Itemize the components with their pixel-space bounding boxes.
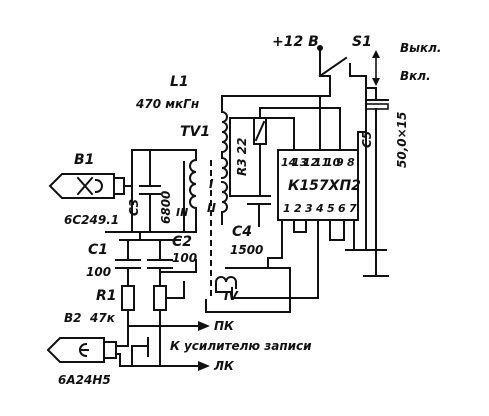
capacitor-c2-symbol: [147, 239, 173, 281]
ic-pin-label: 5: [327, 202, 335, 215]
r1-name: R1: [96, 288, 117, 304]
winding-iii-label: III: [176, 206, 188, 219]
ic-pins-top: 14 13 12 11 10 9 8: [281, 156, 355, 169]
output-pk-label: ПК: [214, 319, 235, 333]
c5-value: 50,0×15: [395, 112, 409, 168]
c5-name: C5: [360, 131, 374, 148]
c4-value: 1500: [230, 243, 263, 257]
output-lk-label: ЛК: [213, 359, 235, 373]
switch-s1-symbol: [317, 45, 367, 78]
r3-value: 22: [235, 138, 249, 155]
ic-pin-label: 6: [338, 202, 346, 215]
switch-on-label: Вкл.: [400, 69, 431, 83]
transformer-winding-i: [220, 156, 228, 180]
resistor-r2-symbol: [153, 279, 185, 367]
head-b1-icon: [48, 173, 133, 199]
ic-pin-label: 10: [325, 156, 341, 169]
ic-pin-label: 13: [292, 156, 308, 169]
ic-pins-bottom: 1 2 3 4 5 6 7: [283, 202, 357, 215]
c2-name: C2: [172, 234, 192, 250]
ic-pin-label: 11: [314, 156, 329, 169]
ic-pin-label: 3: [305, 202, 313, 215]
tv1-name: TV1: [180, 124, 210, 140]
ic-name: К157ХП2: [288, 178, 361, 194]
transformer-winding-iv: [214, 276, 238, 293]
b2-name: B2: [64, 311, 82, 325]
r1-value: 47к: [89, 311, 116, 325]
ic-pin-label: 14: [281, 156, 296, 169]
switch-off-label: Выкл.: [400, 41, 442, 55]
transformer-winding-ii: [220, 180, 228, 225]
output-pk-arrow-icon: [198, 321, 210, 331]
switch-arrow-icon: [372, 50, 380, 86]
winding-iv-label: IV: [224, 289, 239, 303]
b1-type: 6С249.1: [64, 213, 119, 227]
capacitor-c5-symbol: [365, 87, 389, 251]
c4-name: C4: [232, 224, 252, 240]
c3-name: C3: [127, 199, 141, 216]
ic-pin-label: 2: [294, 202, 302, 215]
transformer-winding-iii: [189, 158, 198, 233]
ic-pin-label: 8: [347, 156, 355, 169]
ic-pin-label: 7: [349, 202, 357, 215]
supply-label: +12 В: [272, 34, 319, 50]
output-lk-arrow-icon: [198, 361, 210, 371]
inductor-l1-symbol: [220, 95, 228, 159]
c1-value: 100: [86, 265, 111, 279]
capacitor-c3-symbol: [139, 149, 161, 233]
capacitor-c1-symbol: [115, 239, 141, 281]
b1-name: B1: [74, 152, 94, 168]
c3-value: 6800: [159, 191, 173, 224]
resistor-r3-symbol: [253, 107, 267, 197]
r3-name: R3: [235, 158, 249, 176]
resistor-r1-symbol: [121, 279, 135, 341]
switch-name: S1: [352, 34, 372, 50]
r3-label: R3 22: [235, 138, 249, 176]
ic-pin-label: 12: [303, 156, 319, 169]
winding-ii-label: II: [207, 201, 216, 215]
b2-type: 6А24Н5: [58, 373, 111, 387]
l1-name: L1: [170, 74, 189, 90]
c2-value: 100: [172, 251, 197, 265]
ic-pin-label: 9: [336, 156, 344, 169]
l1-value: 470 мкГн: [135, 97, 199, 111]
capacitor-c4-symbol: [229, 117, 271, 227]
ic-pin-label: 4: [315, 202, 324, 215]
amplifier-label: К усилителю записи: [170, 339, 312, 353]
ic-pin-label: 1: [283, 202, 291, 215]
c1-name: C1: [88, 242, 108, 258]
head-b2-icon: [46, 337, 117, 363]
